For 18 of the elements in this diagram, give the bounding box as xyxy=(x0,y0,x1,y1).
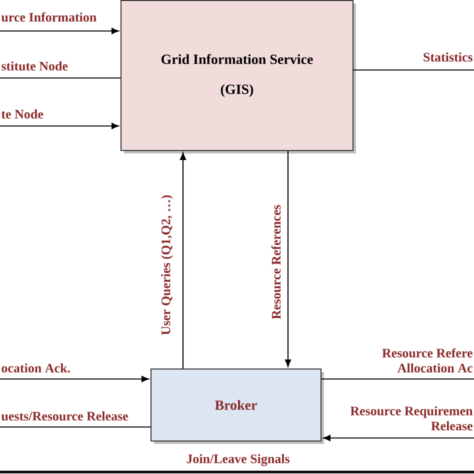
edge-label: urce Information xyxy=(1,12,96,22)
edge-label: te Node xyxy=(1,109,44,119)
edge-label: stitute Node xyxy=(2,61,68,71)
arrow xyxy=(0,122,119,130)
edge-label: uests/Resource Release xyxy=(1,411,128,421)
arrow xyxy=(284,151,292,367)
arrow xyxy=(0,28,119,34)
arrow xyxy=(0,376,149,382)
broker-box: Broker xyxy=(150,368,324,444)
service-box: Grid Information Service (GIS) xyxy=(120,0,356,154)
edge-label: ocation Ack. xyxy=(2,363,70,373)
edge-label: Resource References xyxy=(270,204,282,320)
arrow xyxy=(180,152,186,368)
arrow xyxy=(323,434,474,442)
edge-label: Resource Refere Allocation Ac xyxy=(382,348,472,372)
edge-label: Resource Requiremen Release xyxy=(350,406,473,430)
edge-label: Statistics xyxy=(424,52,472,62)
edge-label: User Queries (Q1,Q2, …) xyxy=(160,194,174,336)
